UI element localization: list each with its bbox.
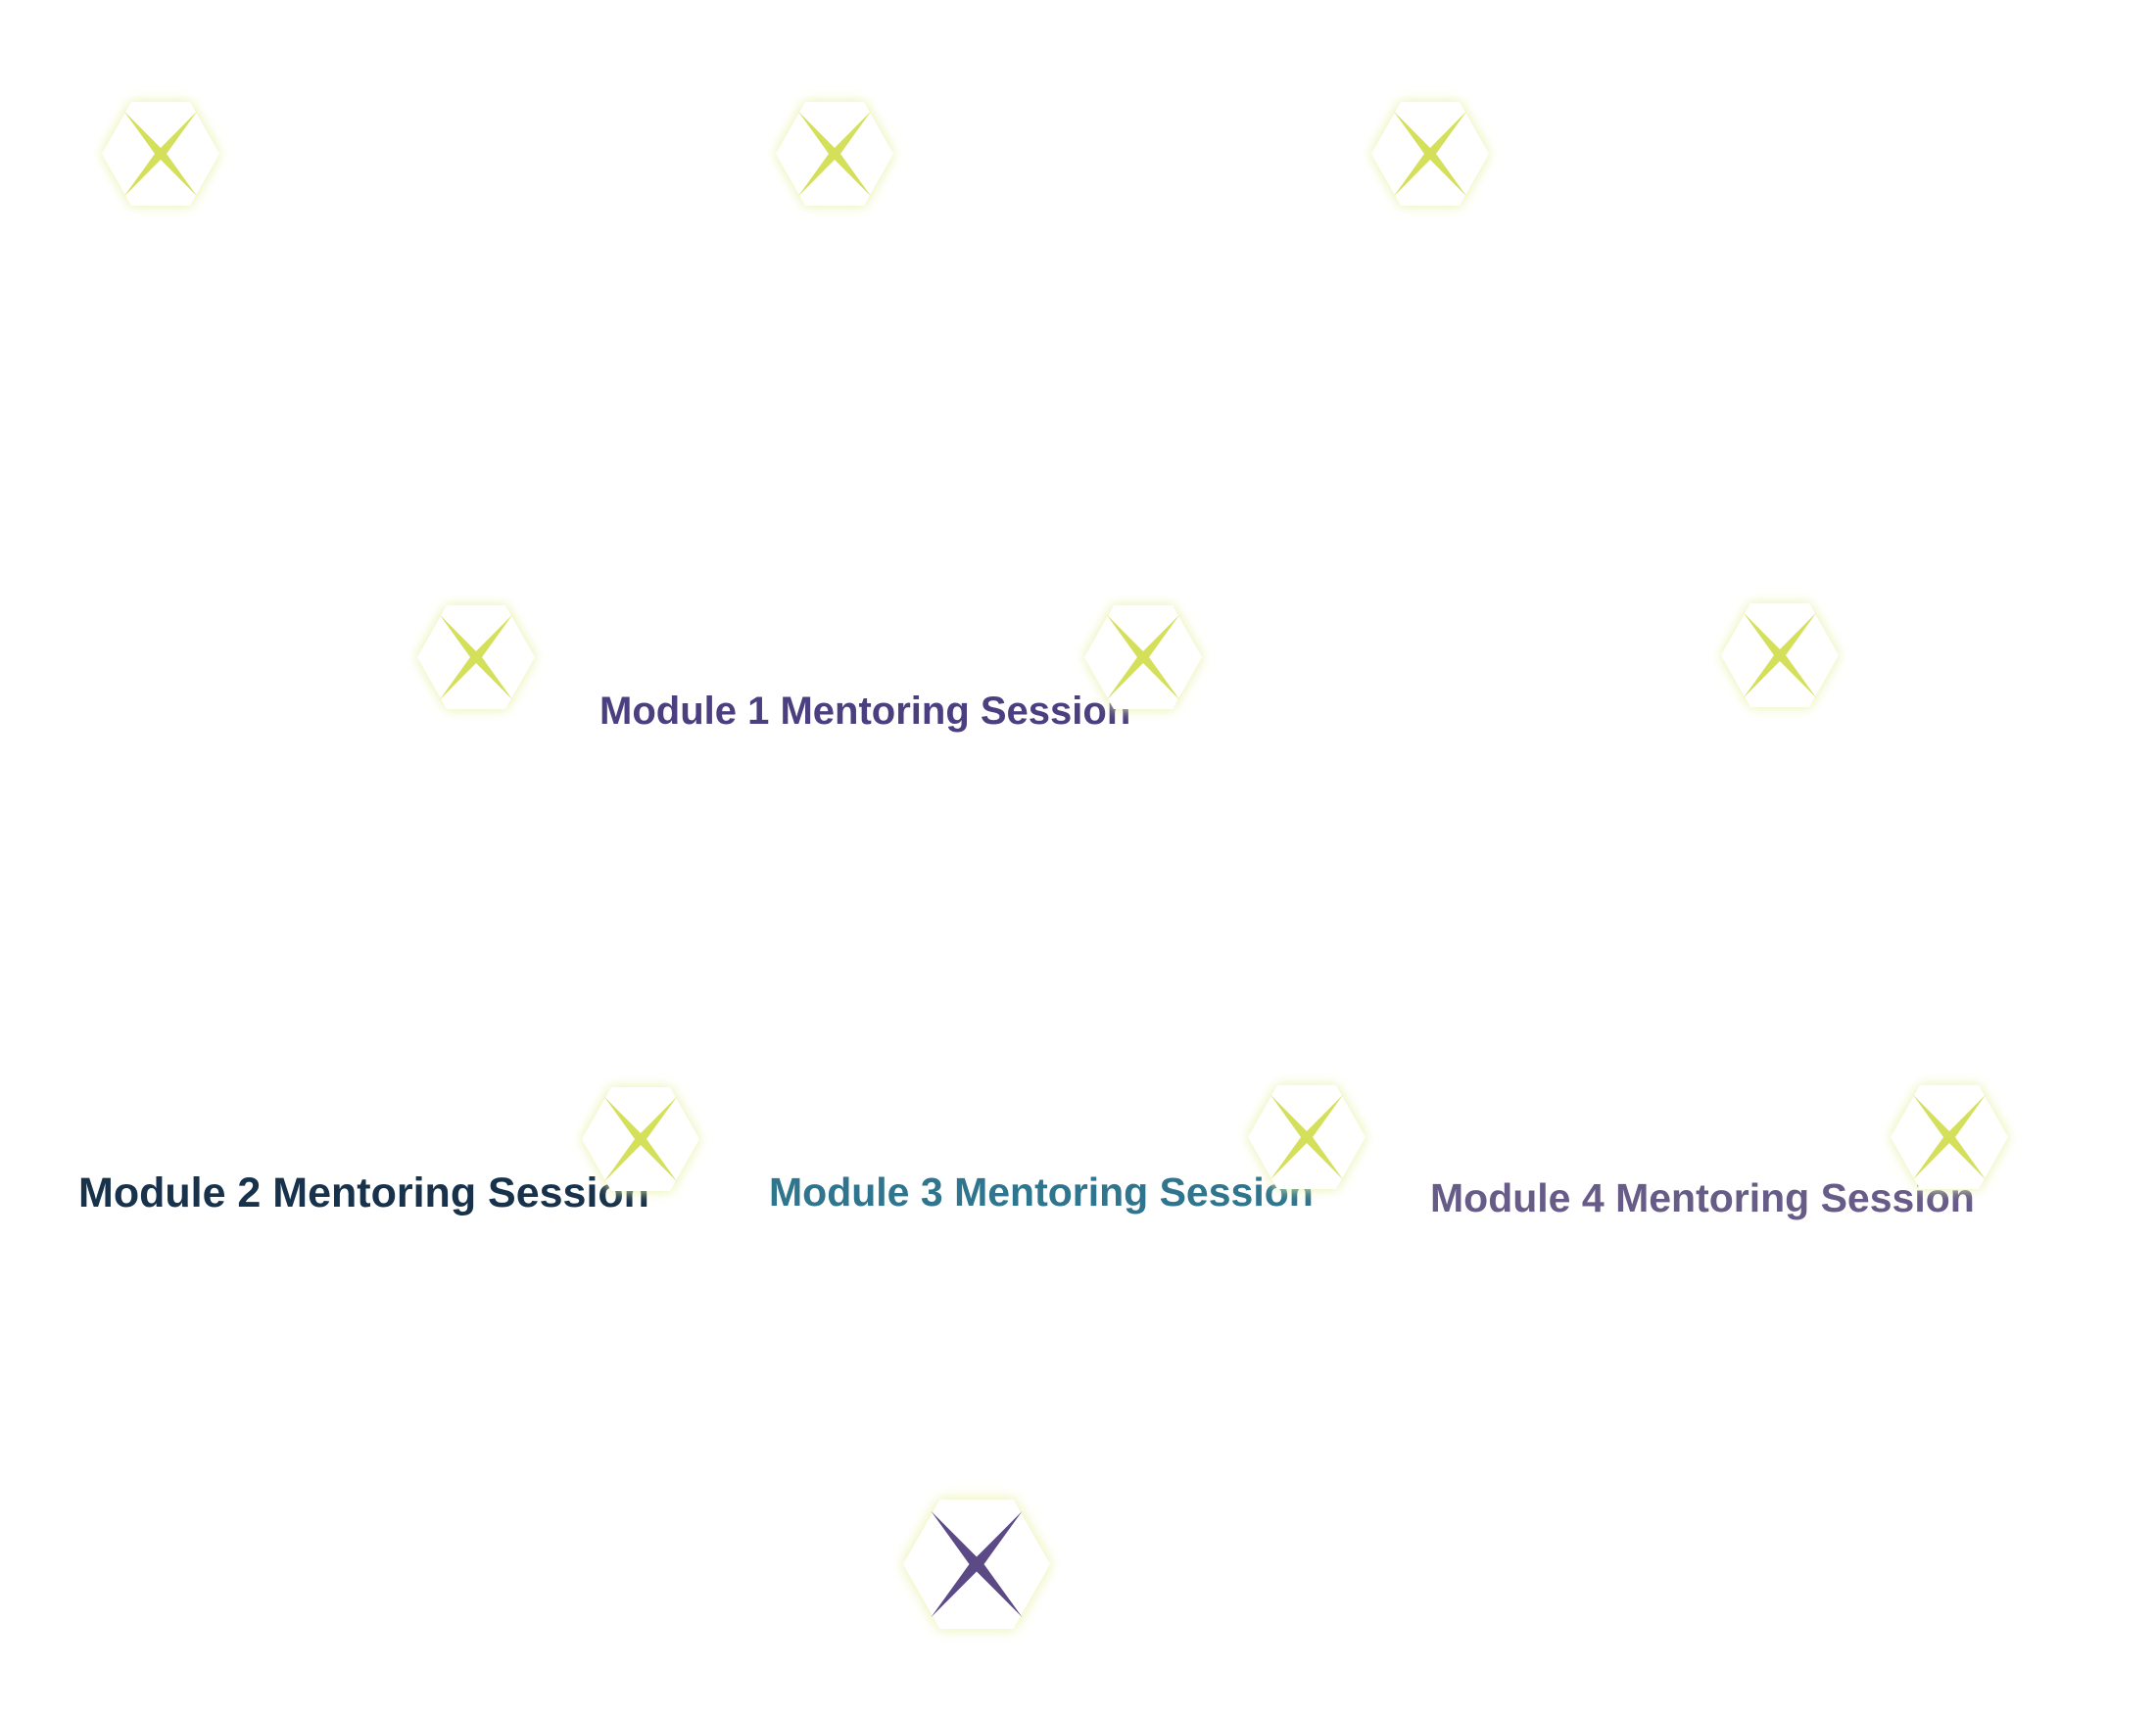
roadmap-node-module-3[interactable]: [1248, 1085, 1365, 1189]
x-star-hexagon-icon: [417, 605, 535, 709]
x-star-icon: [1270, 1094, 1344, 1180]
x-star-hexagon-icon: [1084, 605, 1202, 709]
roadmap-node-module-4[interactable]: [1891, 1085, 2008, 1189]
module-1-label: Module 1 Mentoring Session: [599, 690, 1131, 733]
x-star-icon: [1743, 612, 1817, 698]
roadmap-node-2[interactable]: [776, 102, 893, 206]
x-star-hexagon-icon: [1248, 1085, 1365, 1189]
x-star-hexagon-icon: [903, 1500, 1050, 1629]
roadmap-node-module-1-end[interactable]: [1084, 605, 1202, 709]
x-star-icon: [1912, 1094, 1987, 1180]
x-star-icon: [797, 111, 872, 197]
x-star-icon: [439, 614, 513, 700]
roadmap-node-6[interactable]: [1721, 603, 1839, 707]
x-star-icon: [123, 111, 198, 197]
roadmap-node-module-2[interactable]: [582, 1087, 699, 1191]
module-4-label: Module 4 Mentoring Session: [1430, 1175, 1975, 1220]
x-star-hexagon-icon: [1721, 603, 1839, 707]
module-3-label: Module 3 Mentoring Session: [769, 1169, 1314, 1215]
x-star-icon: [931, 1510, 1023, 1618]
x-star-hexagon-icon: [102, 102, 219, 206]
x-star-icon: [603, 1096, 678, 1182]
x-star-hexagon-icon: [776, 102, 893, 206]
roadmap-node-module-1-start[interactable]: [417, 605, 535, 709]
roadmap-node-3[interactable]: [1371, 102, 1489, 206]
x-star-hexagon-icon: [1891, 1085, 2008, 1189]
roadmap-node-1[interactable]: [102, 102, 219, 206]
roadmap-node-final[interactable]: [903, 1500, 1050, 1629]
module-2-label: Module 2 Mentoring Session: [78, 1169, 649, 1216]
x-star-icon: [1106, 614, 1180, 700]
x-star-hexagon-icon: [1371, 102, 1489, 206]
x-star-icon: [1393, 111, 1467, 197]
x-star-hexagon-icon: [582, 1087, 699, 1191]
